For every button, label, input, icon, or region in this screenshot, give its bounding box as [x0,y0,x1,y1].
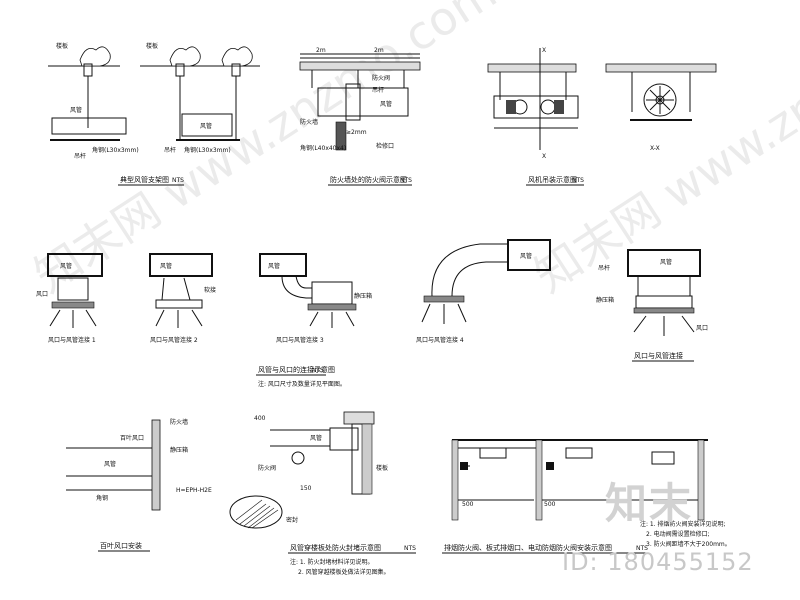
label: 楼板 [56,42,68,50]
detail-fire-damper: 2m 2m 防火阀 吊杆 风管 防火墙 ≥2mm 检修口 角钢(L40x40x4… [299,47,421,186]
detail-fan-hanging: X X X-X 风机吊装示意图 NTS [487,47,717,186]
dimension-label: 500 [544,501,556,508]
label: 密封 [286,516,298,524]
tree-symbol-icon [221,46,253,67]
tree-symbol-icon [169,46,201,67]
label: 风口 [36,291,48,298]
detail-duct-support: 楼板 风管 吊杆 角钢(L30x3mm) 楼板 风管 吊杆 角钢(L30x3mm… [48,42,260,186]
detail-caption: 典型风管支架图 [120,175,169,184]
detail-caption: 风管穿楼板处防火封堵示意图 [290,543,381,552]
note: 注: 1. 排烟防火阀安装详见说明; [640,520,726,528]
sub-caption: 风口与风管连接 1 [48,336,96,344]
label: ≥2mm [346,129,367,136]
label: 风管 [660,258,672,266]
label: 风管 [104,460,116,468]
label: 楼板 [376,464,388,472]
label: H=EPH-H2E [176,487,212,494]
note: 3. 防火阀距墙不大于200mm。 [646,540,731,548]
detail-caption: 防火墙处的防火阀示意图 [330,175,407,184]
sub-caption: 风口与风管连接 4 [416,336,464,344]
note: 2. 电动阀需设置检修口; [646,530,710,538]
dimension-label: 2m [374,47,384,54]
label: 静压箱 [170,446,188,454]
note: 注: 1. 防火封堵材料详见说明。 [290,558,374,566]
label: 风管 [160,262,172,270]
label: 吊杆 [372,86,384,94]
label: 防火阀 [372,74,390,82]
label: 楼板 [146,42,158,50]
label: 角钢(L30x3mm) [92,146,139,154]
label: 风管 [200,122,212,130]
label: 风管 [268,262,280,270]
tree-symbol-icon [79,46,111,67]
scale-label: NTS [172,177,184,184]
detail-diffuser-box: 风管 吊杆 静压箱 风口 风口与风管连接 [596,249,708,362]
detail-smoke-damper: 500 500 排烟防火阀、板式排烟口、电动防烟防火阀安装示意图 NTS 注: … [442,439,731,554]
detail-duct-diffuser: 风管 风口 风口与风管连接 1 风管 软接 风口与风管连接 2 风管 静压箱 风… [36,239,551,388]
note: 注: 风口尺寸及数量详见平面图。 [258,380,346,388]
dimension-label: 2m [316,47,326,54]
sub-caption: 风口与风管连接 3 [276,336,324,344]
label: 角钢(L30x3mm) [184,146,231,154]
label: 吊杆 [164,146,176,154]
note: 2. 风管穿越楼板处做法详见图集。 [298,568,390,576]
scale-label: NTS [572,177,584,184]
label: 风管 [310,434,322,442]
label: 静压箱 [596,296,614,304]
label: 检修口 [376,142,394,150]
label: 风口 [696,325,708,332]
section-mark: X [542,153,546,160]
label: 吊杆 [74,152,86,160]
dimension-label: 150 [300,485,312,492]
detail-louver: 风管 防火墙 百叶风口 静压箱 角钢 H=EPH-H2E 百叶风口安装 [66,418,212,552]
label: 防火墙 [170,418,188,426]
fan-wheel-icon [643,83,677,117]
seal-detail-callout [229,495,283,529]
label: 防火阀 [258,464,276,472]
label: 风管 [520,252,532,260]
label: 角钢 [96,494,108,502]
detail-caption: 排烟防火阀、板式排烟口、电动防烟防火阀安装示意图 [444,543,612,552]
scale-label: NTS [636,545,648,552]
section-mark: X [542,47,546,54]
label: 风管 [380,100,392,108]
label: 防火墙 [300,118,318,126]
detail-caption: 风管与风口的连接示意图 [258,365,335,374]
detail-duct-slab: 400 防火阀 150 风管 楼板 密封 风管穿楼板处防火封堵示意图 NTS 注… [229,411,416,576]
dimension-label: 500 [462,501,474,508]
label: 吊杆 [598,264,610,272]
label: 角钢(L40x40x4) [300,144,346,152]
label: 风管 [60,262,72,270]
scale-label: NTS [404,545,416,552]
label: 风管 [70,106,82,114]
dimension-label: 400 [254,415,266,422]
section-mark: X-X [650,145,660,152]
detail-caption: 百叶风口安装 [100,541,142,550]
label: 百叶风口 [120,434,144,442]
scale-label: NTS [400,177,412,184]
label: 静压箱 [354,292,372,300]
sub-caption: 风口与风管连接 2 [150,336,198,344]
label: 软接 [204,286,216,294]
detail-caption: 风口与风管连接 [634,351,683,360]
detail-caption: 风机吊装示意图 [528,175,577,184]
scale-label: NTS [312,367,324,374]
